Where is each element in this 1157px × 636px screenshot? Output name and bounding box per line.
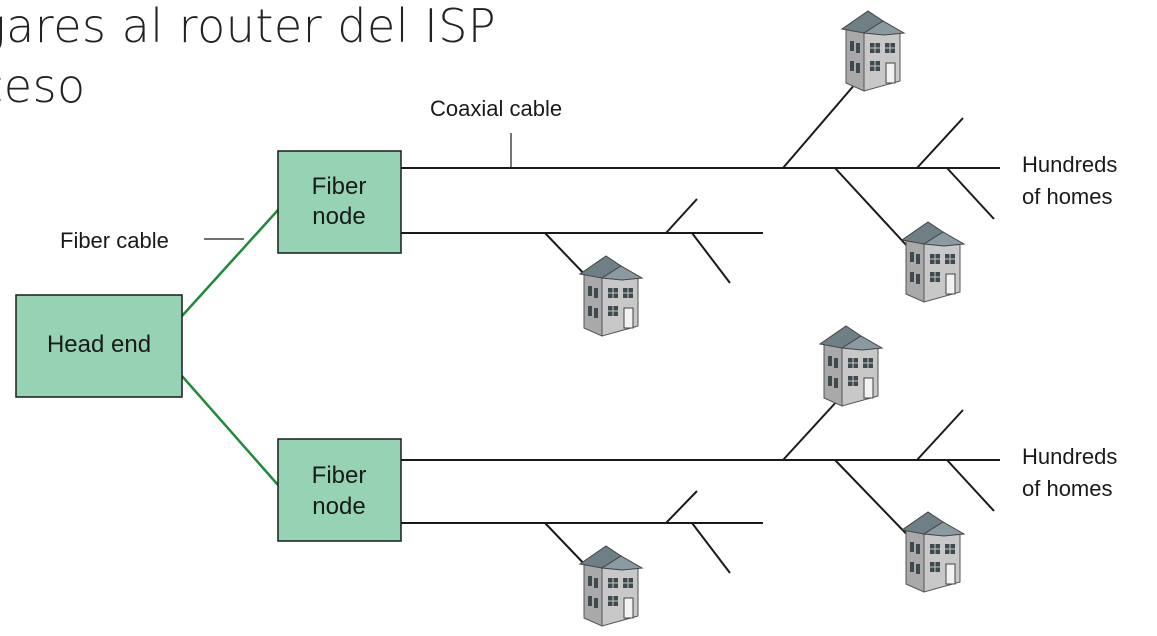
house-icon: [579, 545, 643, 627]
slide-title: gares al router del ISP ceso: [0, 0, 496, 116]
fiber-node-2-label-line2: node: [312, 493, 365, 520]
hundreds-of-homes-upper-line2: of homes: [1022, 184, 1113, 209]
fiber-cable-line-upper: [181, 209, 279, 317]
fiber-node-1: [277, 150, 402, 254]
coaxial-cable-label: Coaxial cable: [430, 96, 562, 121]
head-end-box: [15, 294, 183, 398]
slide-title-line-1: gares al router del ISP: [0, 0, 497, 53]
slide-title-line-2: ceso: [0, 59, 86, 113]
fiber-cable-label: Fiber cable: [60, 228, 169, 253]
house-icon: [841, 10, 905, 92]
house-icon: [901, 221, 965, 303]
hundreds-of-homes-lower-line1: Hundreds: [1022, 444, 1117, 469]
hundreds-of-homes-upper-line1: Hundreds: [1022, 152, 1117, 177]
coax-network-upper: [401, 82, 1000, 284]
fiber-node-2: [277, 438, 402, 542]
head-end-label: Head end: [47, 331, 151, 358]
hundreds-of-homes-lower-line2: of homes: [1022, 476, 1113, 501]
fiber-node-1-label-line2: node: [312, 203, 365, 230]
coax-network-lower: [401, 399, 1000, 574]
fiber-cable-line-lower: [181, 375, 279, 486]
house-icon: [901, 511, 965, 593]
fiber-node-2-label-line1: Fiber: [312, 462, 367, 489]
fiber-node-1-label-line1: Fiber: [312, 173, 367, 200]
house-icon: [819, 325, 883, 407]
house-icon: [579, 255, 643, 337]
